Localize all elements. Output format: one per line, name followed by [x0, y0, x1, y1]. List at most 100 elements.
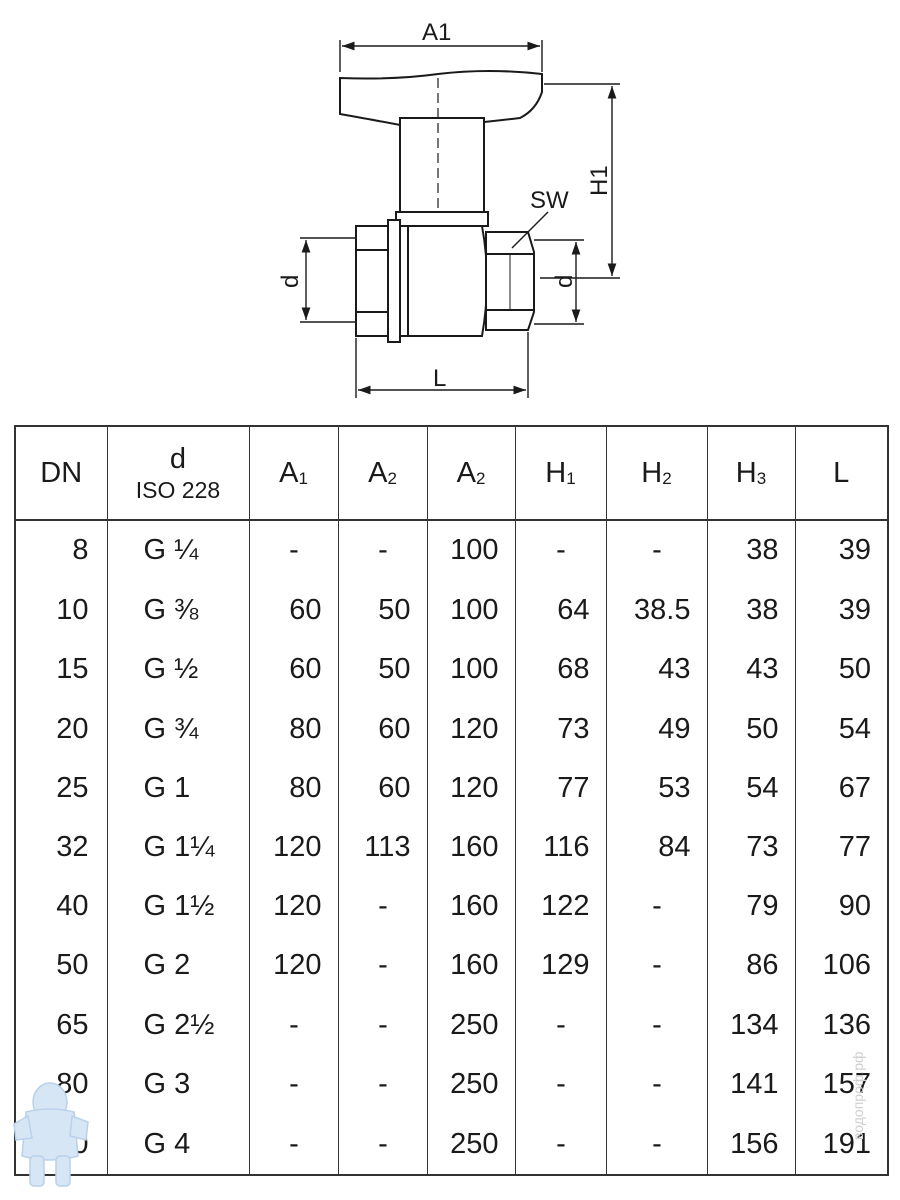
- header-subscript: 2: [387, 468, 397, 488]
- table-cell-h1: -: [514, 995, 607, 1055]
- header-subscript: 3: [756, 468, 767, 488]
- table-cell-h3: 43: [706, 640, 796, 700]
- table-cell-a2: -: [337, 520, 428, 581]
- header-h1: H1: [514, 426, 607, 521]
- table-cell-a2: -: [337, 995, 428, 1055]
- table-cell-l: 77: [794, 817, 889, 878]
- table-cell-h3: 86: [706, 936, 796, 996]
- table-cell-l: 157: [794, 1054, 889, 1115]
- table-cell-thread-size: G 3: [106, 1054, 250, 1115]
- label-d-right: d: [551, 275, 578, 288]
- table-cell-a1: 120: [248, 936, 339, 996]
- table-cell-h2: 38.5: [605, 580, 708, 641]
- table-cell-h3: 50: [706, 699, 796, 759]
- label-d-left: d: [277, 275, 304, 288]
- table-cell-a1: 60: [248, 580, 339, 641]
- table-cell-thread-size: G ⅜: [106, 580, 250, 641]
- table-cell-a2: 60: [337, 699, 428, 759]
- header-subscript: 2: [662, 468, 672, 488]
- table-cell-l: 136: [794, 995, 889, 1055]
- header-label: H: [735, 456, 757, 489]
- header-a2: A2: [337, 426, 428, 521]
- table-cell-a2: 50: [337, 640, 428, 700]
- table-cell-a1: -: [248, 520, 339, 581]
- table-cell-a2: 60: [337, 758, 428, 818]
- table-cell-h1: -: [514, 520, 607, 581]
- header-subscript: 2: [475, 468, 486, 488]
- header-h3: H3: [706, 426, 796, 521]
- label-l: L: [433, 365, 446, 392]
- valve-drawing: A1 SW L H1 d d: [277, 19, 620, 398]
- table-cell-a2: 50: [337, 580, 428, 641]
- header-label: L: [833, 456, 850, 489]
- table-cell-dn: 65: [14, 995, 108, 1055]
- table-cell-l: 54: [794, 699, 889, 759]
- table-cell-a2-secondary: 100: [426, 580, 516, 641]
- table-cell-h3: 73: [706, 817, 796, 878]
- table-cell-dn: 50: [14, 936, 108, 996]
- valve-stem: [399, 117, 485, 217]
- table-cell-h1: 77: [514, 758, 607, 818]
- header-label: A: [368, 456, 388, 489]
- table-cell-h1: -: [514, 1054, 607, 1115]
- header-thread-label: d: [169, 443, 187, 475]
- table-cell-l: 106: [794, 936, 889, 996]
- table-cell-a2-secondary: 250: [426, 995, 516, 1055]
- table-cell-dn: 8: [14, 520, 108, 581]
- header-subscript: 1: [566, 468, 576, 488]
- header-l: L: [794, 426, 889, 521]
- table-cell-a1: 120: [248, 877, 339, 937]
- header-thread-standard: ISO 228: [135, 477, 221, 503]
- header-label: DN: [40, 456, 83, 489]
- table-cell-l: 50: [794, 640, 889, 700]
- header-label: A: [456, 456, 476, 489]
- table-cell-l: 39: [794, 580, 889, 641]
- header-label: H: [545, 456, 567, 489]
- table-cell-a2-secondary: 100: [426, 520, 516, 581]
- table-cell-h1: 68: [514, 640, 607, 700]
- valve-outline: [339, 70, 543, 343]
- table-cell-h3: 156: [706, 1114, 796, 1175]
- header-dn: DN: [14, 426, 108, 521]
- table-cell-l: 39: [794, 520, 889, 581]
- table-cell-l: 191: [794, 1114, 889, 1175]
- table-cell-h3: 141: [706, 1054, 796, 1115]
- header-a1: A1: [248, 426, 339, 521]
- table-cell-a1: -: [248, 995, 339, 1055]
- table-cell-h2: 53: [605, 758, 708, 818]
- table-cell-dn: 25: [14, 758, 108, 818]
- table-cell-h3: 38: [706, 580, 796, 641]
- table-cell-a2-secondary: 120: [426, 758, 516, 818]
- label-a1: A1: [422, 19, 451, 46]
- table-cell-thread-size: G 1½: [106, 877, 250, 937]
- table-cell-dn: 40: [14, 877, 108, 937]
- table-cell-h3: 54: [706, 758, 796, 818]
- table-cell-h3: 134: [706, 995, 796, 1055]
- table-cell-h2: -: [605, 1054, 708, 1115]
- left-nut: [355, 225, 389, 337]
- table-cell-h1: 73: [514, 699, 607, 759]
- label-sw: SW: [530, 187, 569, 214]
- watermark-text: водопроф.рф: [850, 1051, 866, 1140]
- table-cell-a2-secondary: 160: [426, 936, 516, 996]
- table-cell-h1: 116: [514, 817, 607, 878]
- plumber-mascot-icon: [13, 1082, 89, 1187]
- table-cell-h2: 49: [605, 699, 708, 759]
- table-cell-l: 90: [794, 877, 889, 937]
- table-cell-a2-secondary: 250: [426, 1114, 516, 1175]
- table-cell-a2: -: [337, 1114, 428, 1175]
- sw-leader: [511, 211, 549, 249]
- table-cell-a2-secondary: 160: [426, 817, 516, 878]
